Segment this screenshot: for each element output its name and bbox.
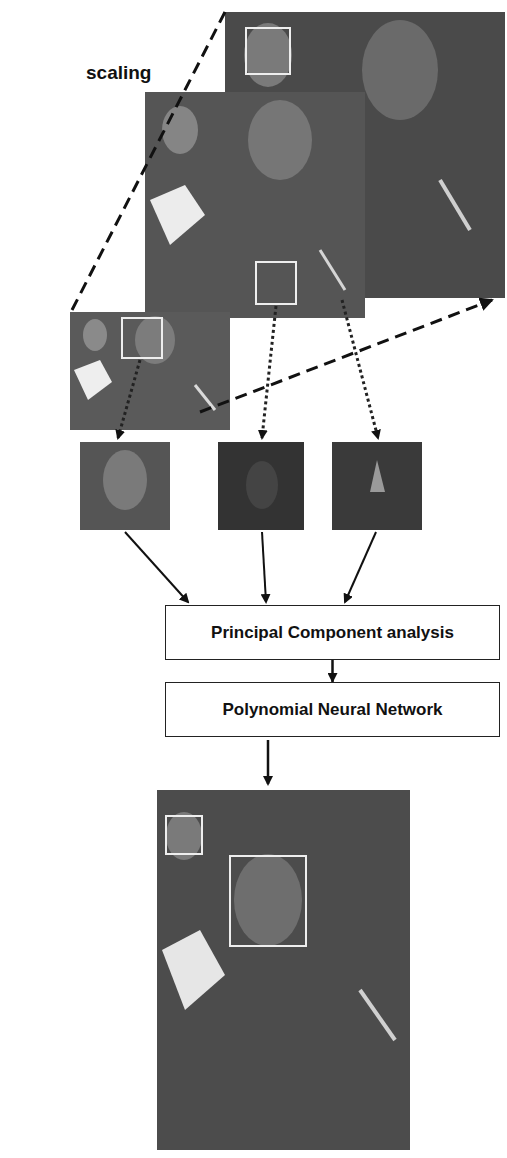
input-arrow [125, 532, 188, 602]
window-crops [80, 442, 422, 530]
process-box: Polynomial Neural Network [165, 682, 500, 737]
photo-medium [145, 92, 365, 318]
photo-output [157, 790, 410, 1150]
photo-small [70, 312, 230, 430]
box-label: Polynomial Neural Network [222, 700, 442, 720]
crop-dotted-arrow [262, 306, 276, 438]
input-arrow [262, 532, 266, 602]
crop-dotted-arrow [118, 360, 140, 438]
crop-dotted-arrow [342, 300, 378, 438]
output-arrow [267, 740, 270, 784]
flow-arrow [331, 660, 334, 682]
scaling-dashed-line [72, 12, 225, 310]
scaling-label: scaling [86, 62, 151, 84]
input-arrow [345, 532, 376, 602]
box-label: Principal Component analysis [211, 623, 454, 643]
process-box: Principal Component analysis [165, 605, 500, 660]
scaling-dashed-line [200, 300, 492, 412]
